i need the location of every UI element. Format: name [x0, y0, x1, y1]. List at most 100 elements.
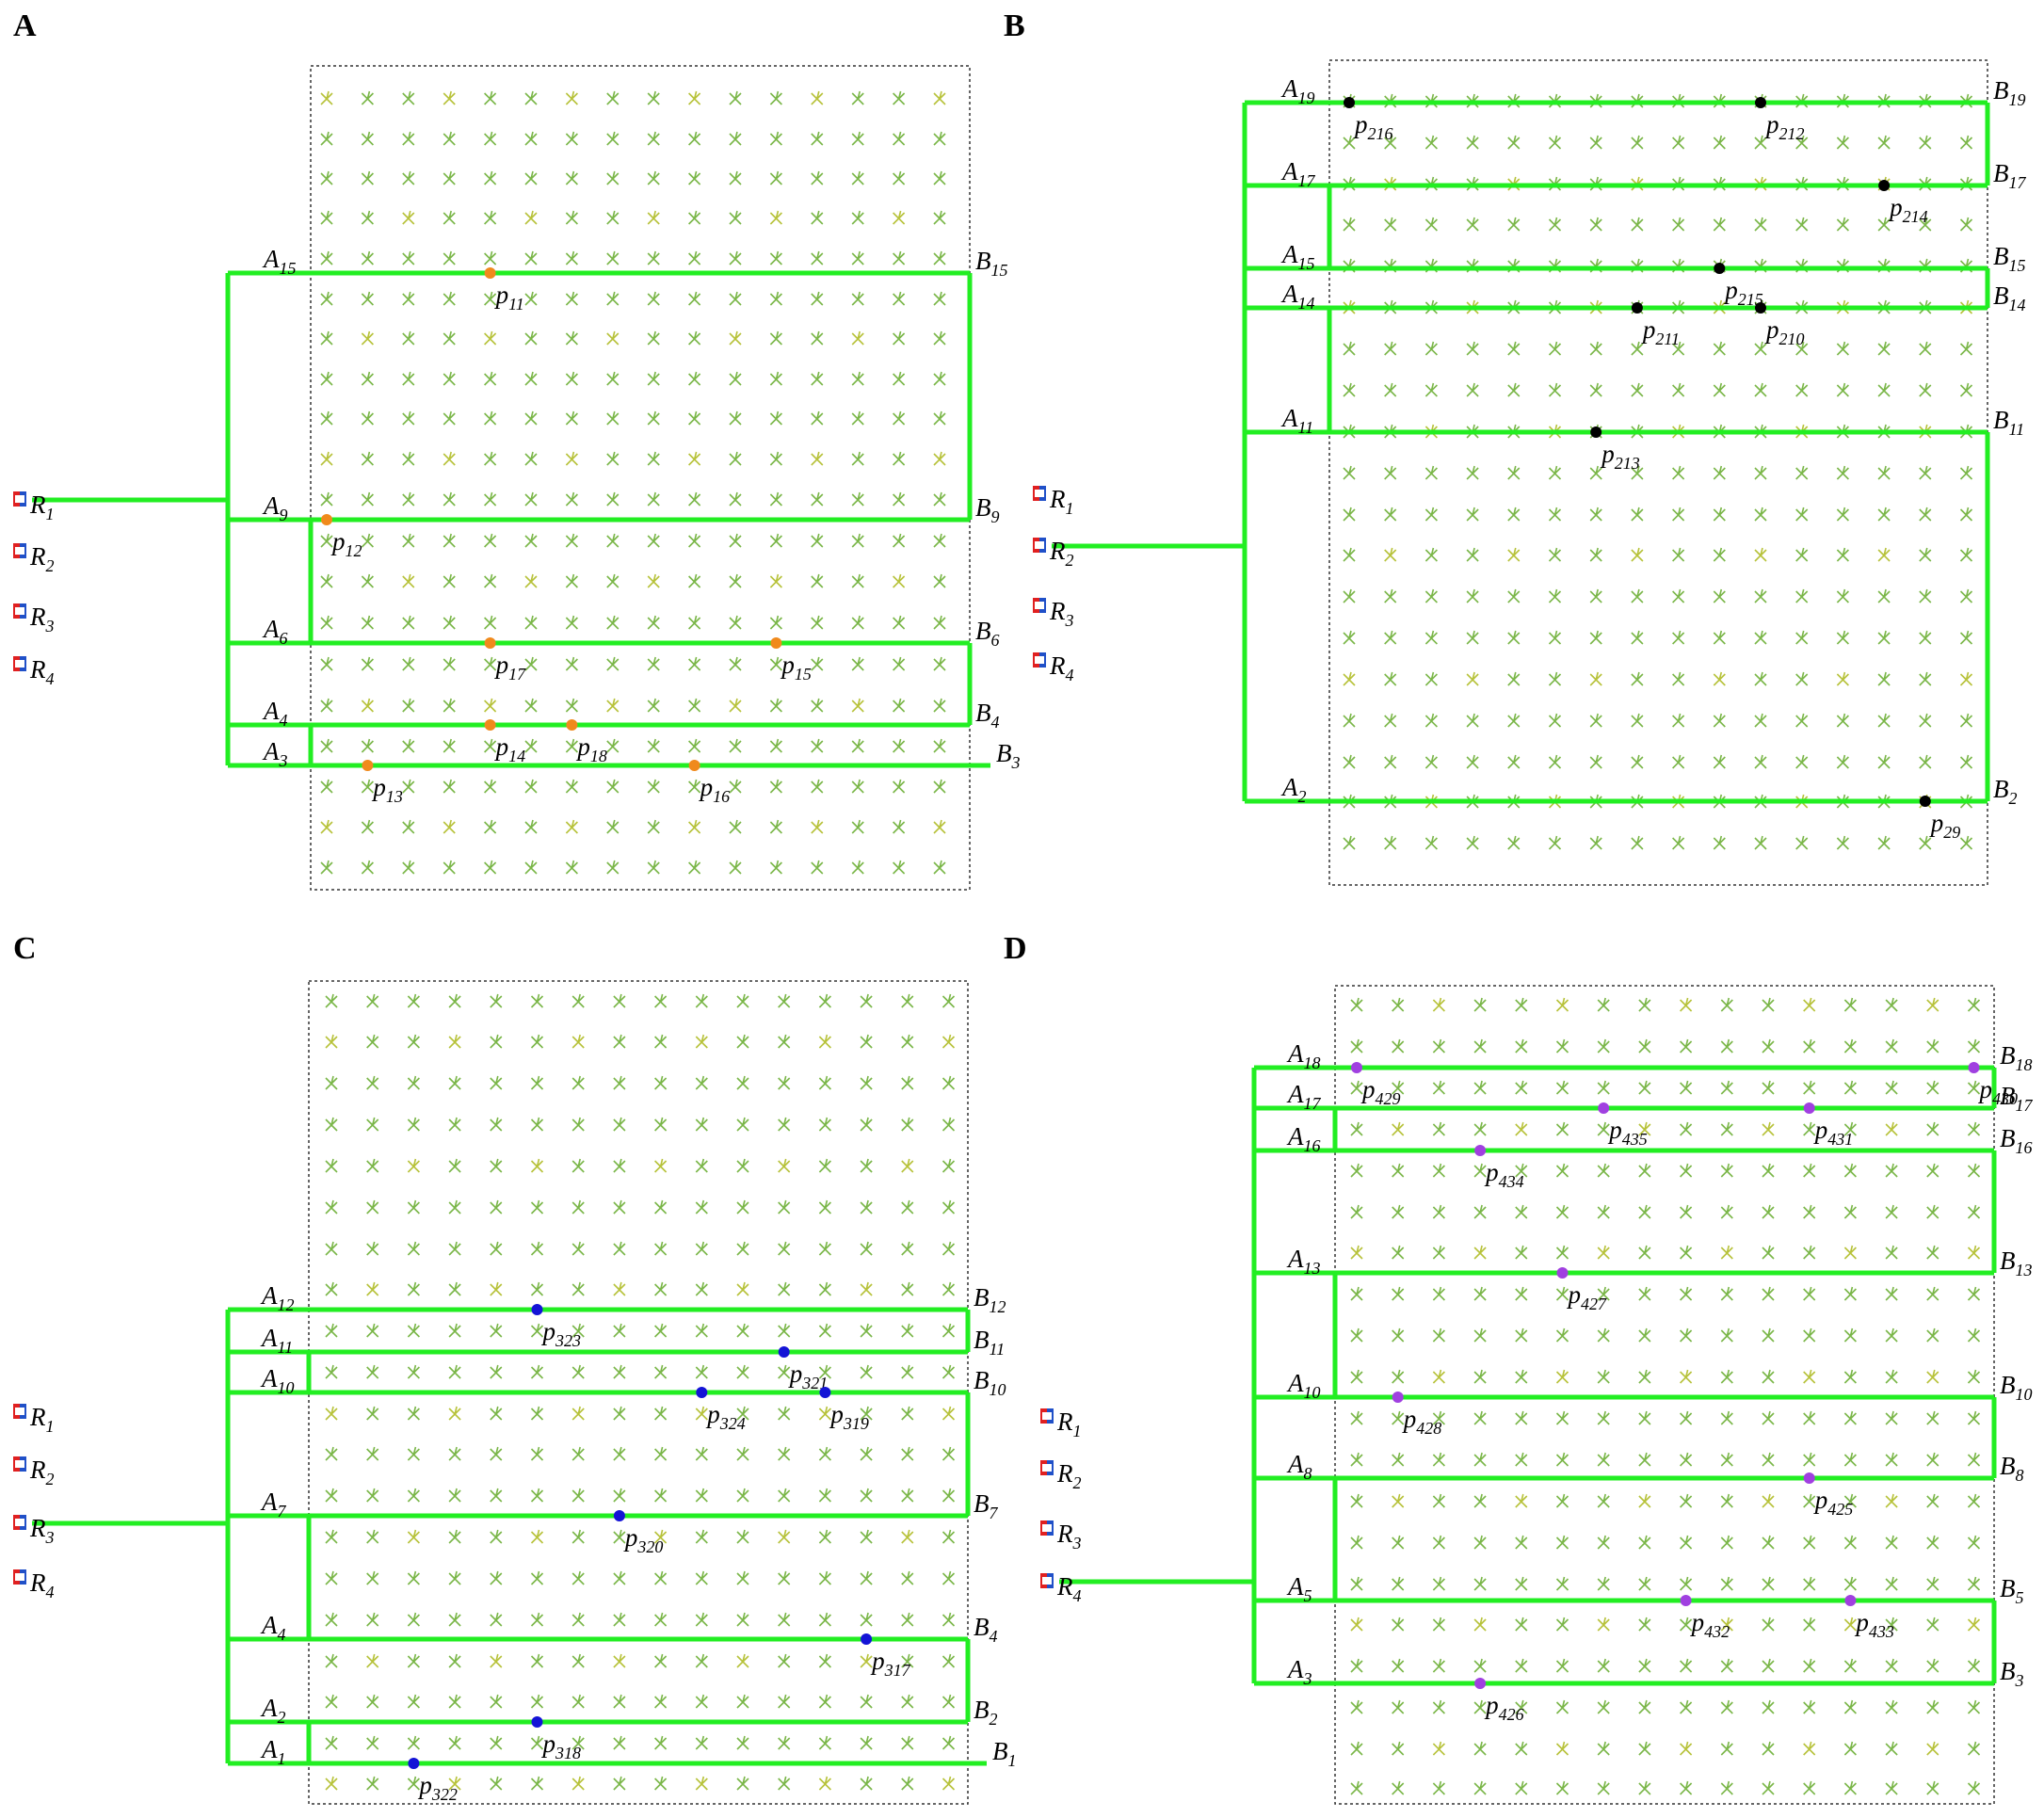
- plant-icon: [818, 1653, 831, 1668]
- plant-icon: [1555, 1741, 1569, 1756]
- plant-icon: [647, 656, 660, 671]
- plant-icon: [736, 1323, 749, 1338]
- plant-icon: [688, 250, 701, 265]
- plant-icon: [320, 451, 333, 466]
- plant-icon: [1384, 588, 1397, 603]
- plant-icon: [1589, 135, 1602, 150]
- plant-icon: [769, 573, 782, 588]
- plant-icon: [769, 860, 782, 875]
- plant-icon: [695, 1612, 708, 1627]
- plant-icon: [778, 1281, 791, 1296]
- plant-icon: [1877, 382, 1891, 397]
- plant-icon: [571, 1694, 585, 1709]
- plant-icon: [1350, 1410, 1363, 1425]
- plant-icon: [443, 615, 456, 630]
- row-end-label: B9: [975, 493, 1000, 526]
- plant-icon: [893, 371, 906, 386]
- row-end-label: B17: [1993, 159, 2027, 192]
- plant-icon: [1343, 713, 1356, 728]
- plant-icon: [1589, 713, 1602, 728]
- plant-icon: [851, 451, 864, 466]
- plant-icon: [1919, 135, 1932, 150]
- plant-icon: [933, 533, 946, 548]
- plant-icon: [654, 1199, 668, 1215]
- plant-icon: [860, 1776, 873, 1791]
- plant-icon: [1343, 547, 1356, 562]
- plant-icon: [1967, 1204, 1981, 1219]
- plant-icon: [1967, 1038, 1981, 1054]
- robot-label-r2: R2: [29, 1456, 55, 1488]
- plant-icon: [320, 410, 333, 426]
- plant-icon: [571, 1529, 585, 1544]
- plant-icon: [1392, 997, 1405, 1012]
- plant-icon: [1631, 547, 1644, 562]
- plant-icon: [1877, 671, 1891, 686]
- plant-icon: [443, 779, 456, 794]
- row-start-label: A6: [262, 615, 288, 648]
- plant-icon: [647, 491, 660, 507]
- plant-icon: [1392, 1535, 1405, 1550]
- plant-icon: [1926, 997, 1939, 1012]
- plant-icon: [893, 738, 906, 753]
- plant-icon: [1350, 1245, 1363, 1260]
- row-start-label: A14: [1280, 280, 1315, 313]
- plant-icon: [1515, 1617, 1528, 1632]
- plant-icon: [407, 1776, 420, 1791]
- plant-icon: [1795, 630, 1809, 645]
- plant-icon: [654, 1406, 668, 1421]
- plant-icon: [695, 1488, 708, 1503]
- plant-icon: [851, 615, 864, 630]
- plant-icon: [688, 90, 701, 105]
- plant-icon: [320, 491, 333, 507]
- plant-icon: [407, 993, 420, 1008]
- plant-icon: [778, 1034, 791, 1049]
- plant-icon: [1507, 217, 1521, 232]
- plant-icon: [1350, 1038, 1363, 1054]
- plant-icon: [1392, 1204, 1405, 1219]
- plant-icon: [571, 1117, 585, 1132]
- plant-icon: [490, 1488, 503, 1503]
- row-end-label: B3: [2000, 1657, 2024, 1690]
- plant-icon: [1713, 754, 1726, 769]
- plant-icon: [325, 1776, 338, 1791]
- plant-icon: [769, 451, 782, 466]
- plant-icon: [1555, 1286, 1569, 1301]
- plant-icon: [1473, 1204, 1487, 1219]
- robot-icon: [13, 1456, 26, 1472]
- plant-icon: [606, 533, 620, 548]
- plant-icon: [1548, 630, 1562, 645]
- plant-icon: [1638, 1327, 1651, 1343]
- plant-icon: [769, 698, 782, 713]
- plant-icon: [325, 1117, 338, 1132]
- plant-icon: [1672, 382, 1685, 397]
- plant-icon: [484, 131, 497, 146]
- plant-icon: [811, 330, 824, 346]
- plant-icon: [613, 1488, 626, 1503]
- plant-icon: [1350, 1204, 1363, 1219]
- plant-icon: [1589, 835, 1602, 850]
- plant-icon: [1473, 1410, 1487, 1425]
- plant-icon: [769, 615, 782, 630]
- plant-icon: [1919, 588, 1932, 603]
- plant-icon: [571, 993, 585, 1008]
- plant-icon: [1638, 1410, 1651, 1425]
- plant-icon: [736, 1694, 749, 1709]
- plant-icon: [325, 1281, 338, 1296]
- plant-icon: [613, 1199, 626, 1215]
- plant-icon: [1836, 547, 1849, 562]
- plant-icon: [1720, 1576, 1733, 1591]
- plant-icon: [443, 698, 456, 713]
- plant-icon: [860, 1281, 873, 1296]
- waypoint-dot: [362, 760, 374, 771]
- plant-icon: [1638, 1576, 1651, 1591]
- plant-icon: [1466, 507, 1479, 522]
- plant-icon: [1967, 1576, 1981, 1591]
- row-end-label: B10: [2000, 1371, 2033, 1404]
- plant-icon: [1350, 1163, 1363, 1178]
- waypoint-dot: [1598, 1102, 1610, 1114]
- plant-icon: [1384, 754, 1397, 769]
- field-border: [310, 65, 971, 891]
- plant-icon: [1762, 997, 1775, 1012]
- plant-icon: [366, 1529, 379, 1544]
